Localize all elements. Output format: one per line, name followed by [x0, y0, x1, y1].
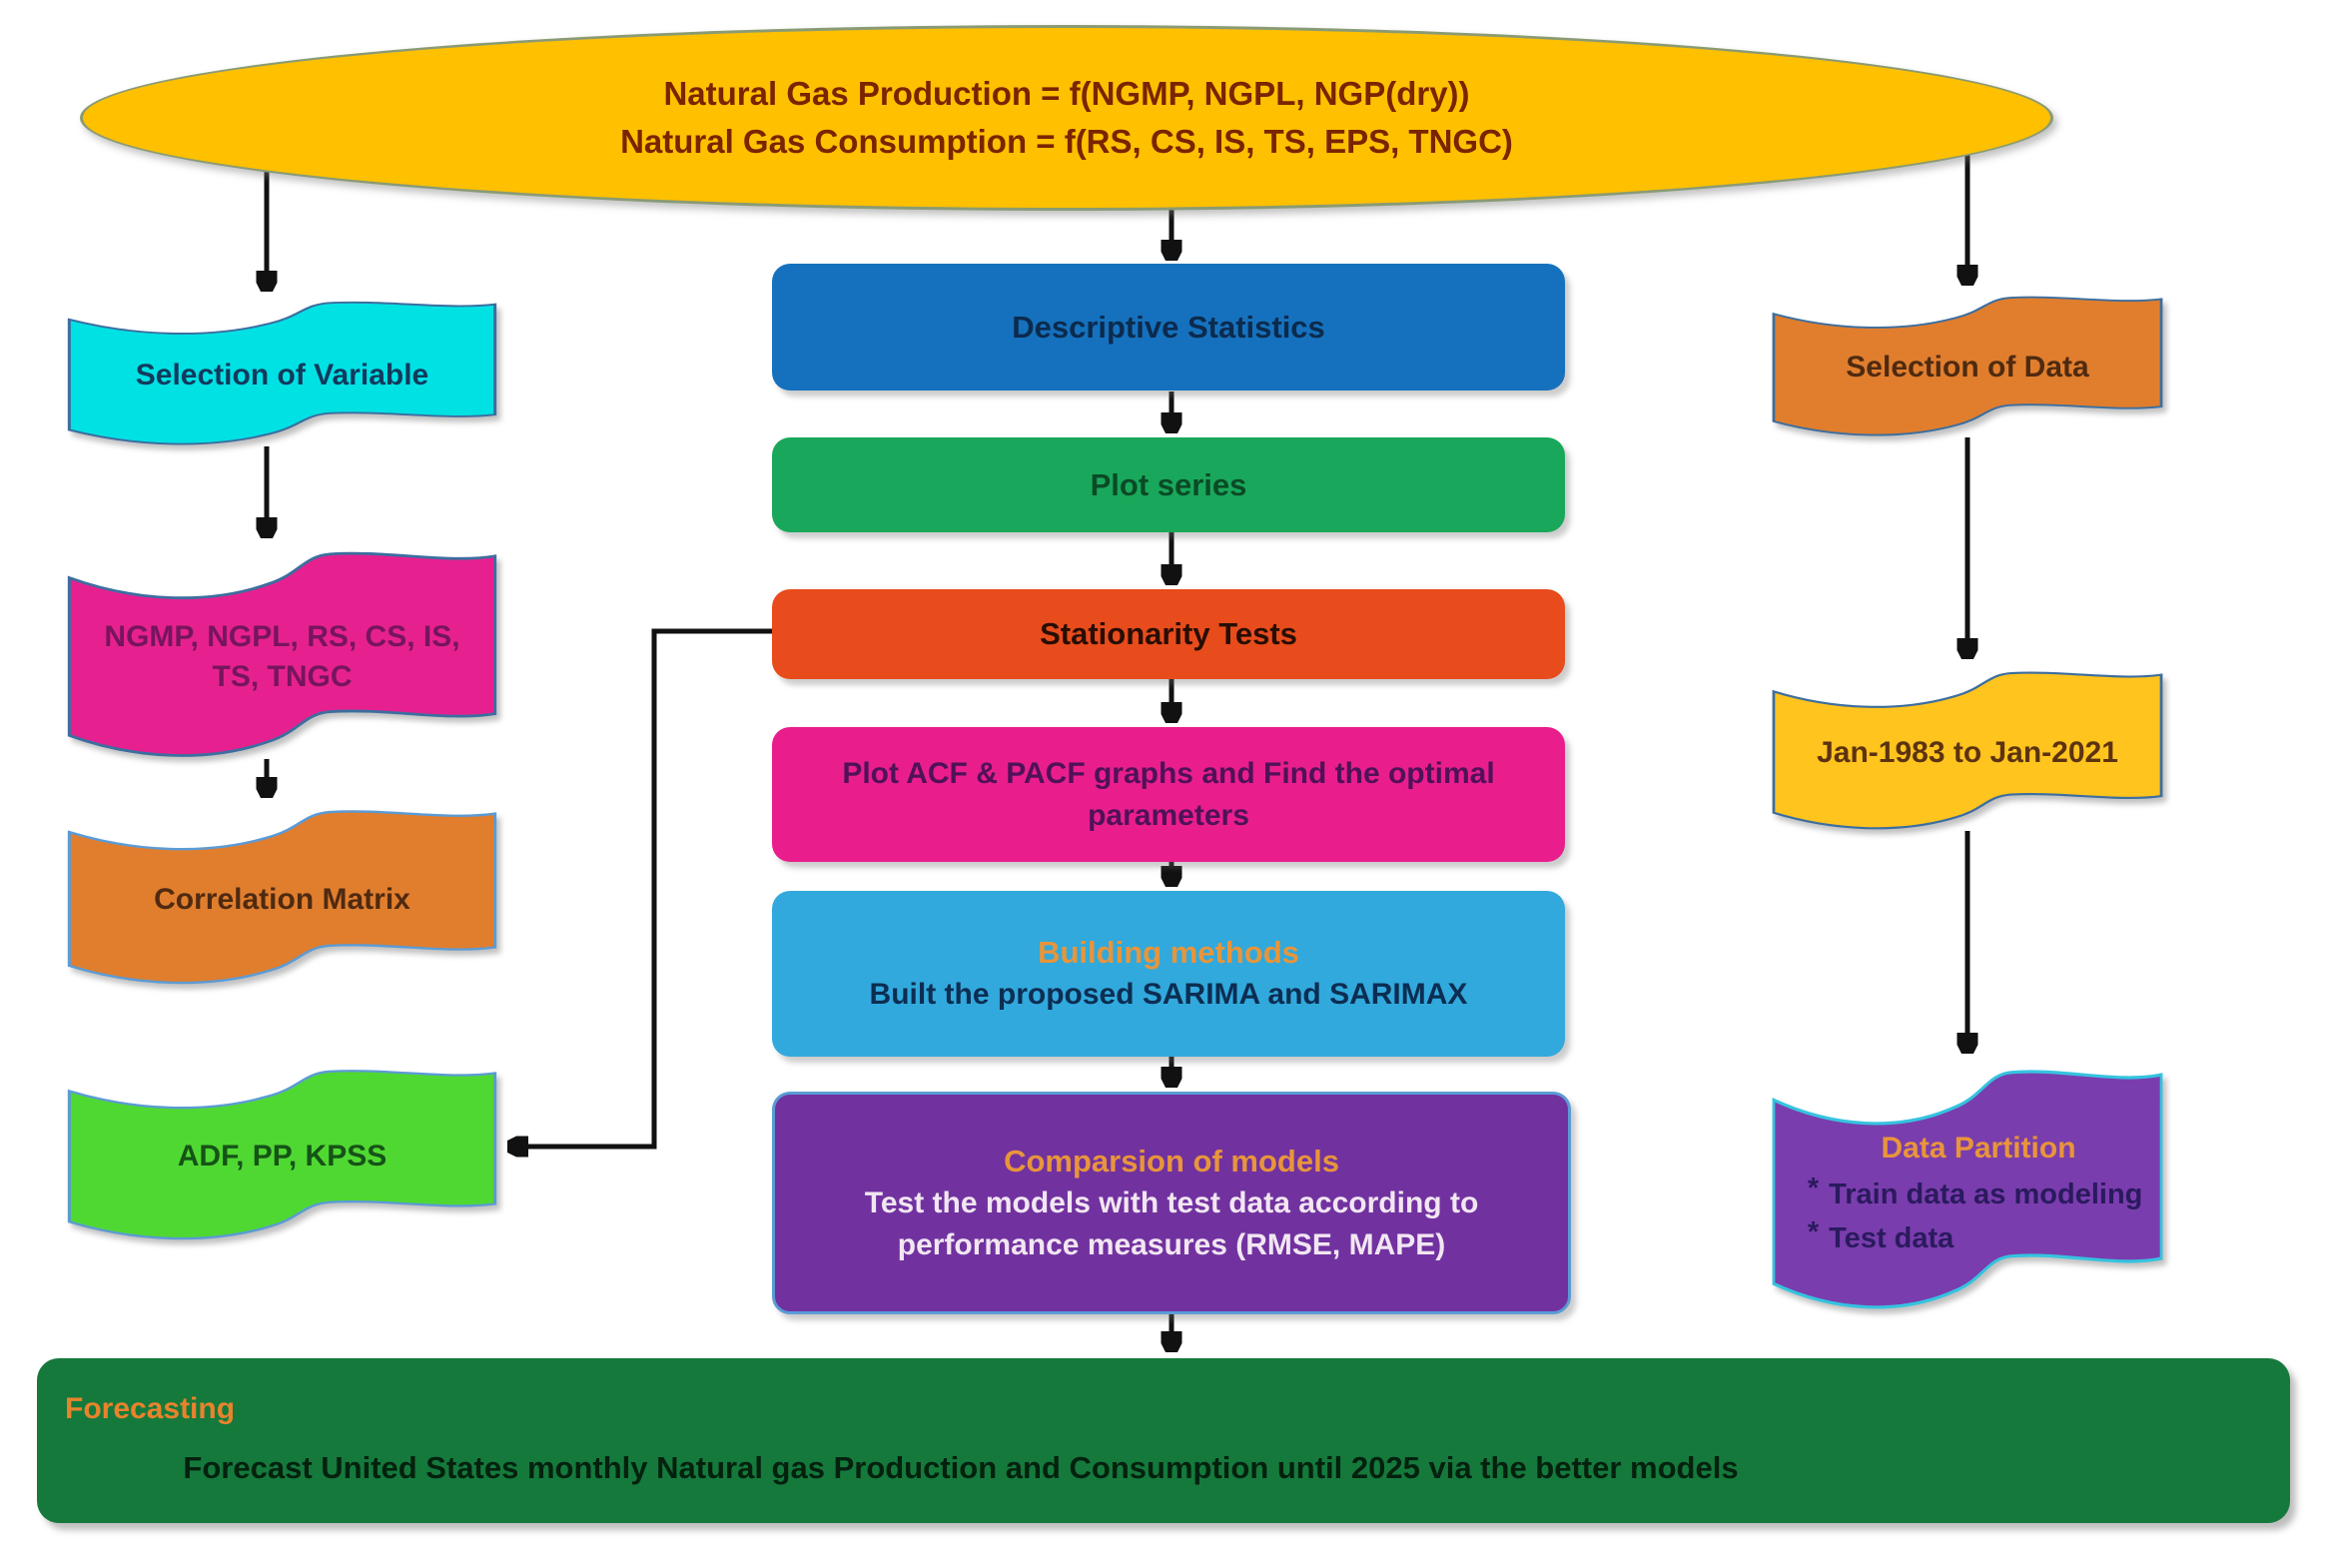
comparison-of-models-body-1: Test the models with test data according…: [864, 1185, 1479, 1219]
start-line-1: Natural Gas Production = f(NGMP, NGPL, N…: [663, 75, 1470, 112]
start-line-2: Natural Gas Consumption = f(RS, CS, IS, …: [620, 123, 1513, 160]
acf-pacf-line-1: Plot ACF & PACF graphs and Find the opti…: [842, 756, 1495, 790]
data-partition-title: Data Partition: [1881, 1132, 2076, 1166]
flag-selection-of-data: Selection of Data: [1770, 290, 2165, 437]
forecasting-body: Forecast United States monthly Natural g…: [183, 1450, 1739, 1485]
correlation-matrix-label: Correlation Matrix: [154, 882, 410, 916]
flag-variables-list: NGMP, NGPL, RS, CS, IS, TS, TNGC: [65, 542, 499, 759]
flag-selection-of-variable: Selection of Variable: [65, 295, 499, 446]
box-acf-pacf: Plot ACF & PACF graphs and Find the opti…: [772, 727, 1565, 862]
bullet-asterisk-icon: *: [1807, 1216, 1820, 1249]
acf-pacf-line-2: parameters: [1088, 798, 1249, 832]
comparison-of-models-body-2: performance measures (RMSE, MAPE): [897, 1227, 1446, 1261]
flag-correlation-matrix: Correlation Matrix: [65, 802, 499, 986]
box-plot-series: Plot series: [772, 437, 1565, 532]
box-building-methods: Building methods Built the proposed SARI…: [772, 891, 1565, 1057]
selection-of-variable-label: Selection of Variable: [135, 358, 429, 392]
connector-stationarity-to-adf-elbow: [511, 628, 772, 1147]
flag-data-partition: Data Partition *Train data as modeling *…: [1770, 1059, 2165, 1311]
variables-line-2: TS, TNGC: [212, 660, 353, 694]
flag-stationarity-tools: ADF, PP, KPSS: [65, 1062, 499, 1241]
flag-date-range: Jan-1983 to Jan-2021: [1770, 664, 2165, 831]
variables-line-1: NGMP, NGPL, RS, CS, IS,: [104, 620, 460, 654]
plot-series-label: Plot series: [1090, 466, 1247, 502]
start-ellipse: Natural Gas Production = f(NGMP, NGPL, N…: [80, 25, 2053, 211]
data-partition-bullet-2: *Test data: [1808, 1213, 1953, 1257]
stationarity-tools-label: ADF, PP, KPSS: [177, 1140, 388, 1174]
data-partition-bullet-1: *Train data as modeling: [1808, 1170, 2143, 1213]
comparison-of-models-title: Comparsion of models: [1004, 1143, 1339, 1178]
variables-label: NGMP, NGPL, RS, CS, IS, TS, TNGC: [82, 594, 481, 720]
forecasting-title: Forecasting: [65, 1392, 236, 1425]
box-stationarity-tests: Stationarity Tests: [772, 589, 1565, 679]
box-comparison-of-models: Comparsion of models Test the models wit…: [772, 1092, 1571, 1314]
box-descriptive-statistics: Descriptive Statistics: [772, 264, 1565, 391]
data-partition-content: Data Partition *Train data as modeling *…: [1786, 1120, 2149, 1266]
building-methods-body: Built the proposed SARIMA and SARIMAX: [869, 978, 1468, 1011]
date-range-label: Jan-1983 to Jan-2021: [1817, 735, 2118, 769]
building-methods-title: Building methods: [1038, 935, 1299, 970]
bullet-asterisk-icon: *: [1807, 1173, 1820, 1205]
banner-forecasting: Forecasting Forecast United States month…: [37, 1358, 2290, 1523]
selection-of-data-label: Selection of Data: [1846, 351, 2089, 385]
stationarity-tests-label: Stationarity Tests: [1040, 616, 1297, 651]
descriptive-statistics-label: Descriptive Statistics: [1012, 309, 1325, 345]
